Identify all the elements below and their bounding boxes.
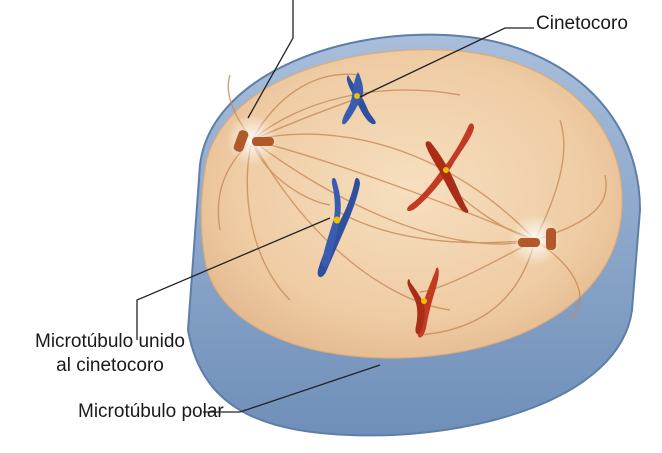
- label-cinetocoro: Cinetocoro: [536, 12, 628, 36]
- label-polar-microtubule: Microtúbulo polar: [78, 400, 224, 424]
- label-kinetochore-microtubule-line1: Microtúbulo unido: [10, 330, 210, 354]
- label-kinetochore-microtubule: Microtúbulo unido al cinetocoro: [10, 330, 210, 378]
- label-kinetochore-microtubule-line2: al cinetocoro: [10, 354, 210, 378]
